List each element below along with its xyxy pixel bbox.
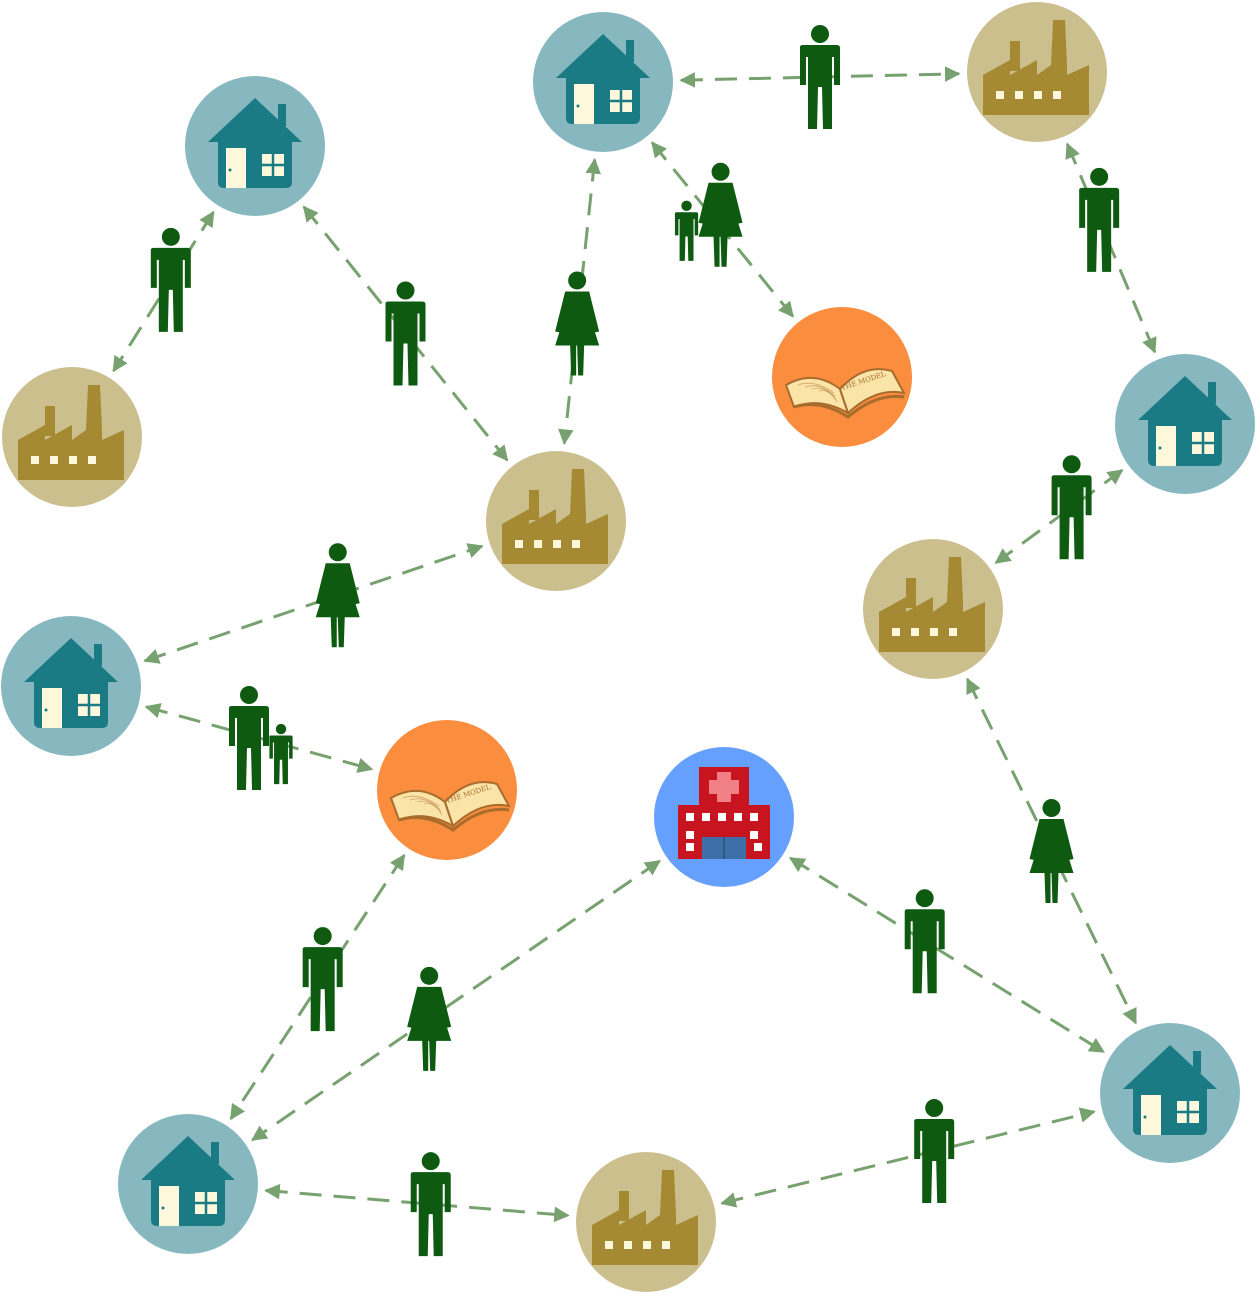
house-icon (141, 1136, 235, 1226)
edge-home-1-work-3 (302, 205, 509, 462)
person-man-icon (302, 927, 343, 1032)
person-woman-icon (315, 543, 360, 648)
node-school-2: THE MODEL (377, 720, 517, 860)
house-icon (24, 638, 118, 728)
factory-icon (502, 469, 608, 564)
house-icon (556, 34, 650, 124)
hospital-window (718, 813, 726, 821)
edge-hospital-1-home-5 (251, 859, 661, 1142)
node-work-3 (486, 451, 626, 591)
edge-home-3-work-4 (994, 468, 1124, 565)
factory-window (88, 456, 96, 464)
hospital-window (750, 813, 758, 821)
person-man-icon (150, 227, 191, 332)
house-door (574, 84, 594, 124)
edge-work-5-home-6 (720, 1107, 1096, 1208)
factory-shape (502, 469, 608, 564)
person-woman-icon (407, 966, 452, 1071)
hospital-window (702, 813, 710, 821)
factory-shape (983, 20, 1089, 115)
node-home-6 (1100, 1023, 1240, 1163)
house-icon (1138, 376, 1232, 466)
person-man-icon (410, 1152, 451, 1257)
factory-window (1034, 91, 1042, 99)
person-man-icon (385, 281, 426, 386)
hospital-window (686, 813, 694, 821)
node-school-1: THE MODEL (772, 307, 912, 447)
person-man-icon (904, 889, 945, 994)
node-work-2 (967, 2, 1107, 142)
factory-window (911, 628, 919, 636)
factory-shape (879, 557, 985, 652)
hospital-icon (678, 767, 770, 859)
factory-icon (879, 557, 985, 652)
node-home-3 (1115, 354, 1255, 494)
factory-window (892, 628, 900, 636)
person-man-icon (1079, 167, 1120, 272)
node-home-2 (533, 12, 673, 152)
node-home-4 (1, 616, 141, 756)
house-icon (208, 98, 302, 188)
house-door (1141, 1095, 1161, 1135)
factory-shape (592, 1170, 698, 1265)
factory-window (996, 91, 1004, 99)
node-hospital-1 (654, 747, 794, 887)
house-icon (1123, 1045, 1217, 1135)
factory-window (643, 1241, 651, 1249)
person-man-icon (914, 1099, 955, 1204)
node-work-4 (863, 539, 1003, 679)
factory-window (662, 1241, 670, 1249)
book-right-page (838, 368, 906, 415)
factory-window (930, 628, 938, 636)
node-home-1 (185, 76, 325, 216)
factory-window (31, 456, 39, 464)
house-door (1156, 426, 1176, 466)
node-work-1 (2, 367, 142, 507)
people-layer (150, 25, 1120, 1257)
factory-window (1053, 91, 1061, 99)
book-right-page (443, 781, 511, 828)
factory-window (50, 456, 58, 464)
person-woman-icon (1029, 799, 1074, 903)
factory-icon (592, 1170, 698, 1265)
factory-icon (18, 385, 124, 480)
house-door (226, 148, 246, 188)
house-door (159, 1186, 179, 1226)
edge-home-4-work-3 (143, 543, 484, 664)
factory-window (572, 540, 580, 548)
factory-icon (983, 20, 1089, 115)
person-man-child-icon (229, 686, 293, 790)
edge-home-1-work-1 (112, 210, 215, 373)
hospital-window (734, 813, 742, 821)
factory-window (69, 456, 77, 464)
node-home-5 (118, 1114, 258, 1254)
factory-window (1015, 91, 1023, 99)
edge-home-5-work-5 (264, 1183, 570, 1223)
house-door (42, 688, 62, 728)
book-icon: THE MODEL (784, 368, 906, 419)
node-work-5 (576, 1152, 716, 1292)
person-man-icon (1051, 455, 1092, 560)
factory-window (515, 540, 523, 548)
edges-layer (112, 66, 1157, 1223)
factory-window (553, 540, 561, 548)
school-circle (377, 720, 517, 860)
factory-window (605, 1241, 613, 1249)
school-circle (772, 307, 912, 447)
edge-hospital-1-home-6 (789, 856, 1105, 1054)
person-woman-icon (555, 271, 600, 376)
factory-window (949, 628, 957, 636)
factory-window (534, 540, 542, 548)
factory-shape (18, 385, 124, 480)
person-woman-child-icon (674, 162, 743, 267)
factory-window (624, 1241, 632, 1249)
person-man-icon (800, 25, 840, 129)
